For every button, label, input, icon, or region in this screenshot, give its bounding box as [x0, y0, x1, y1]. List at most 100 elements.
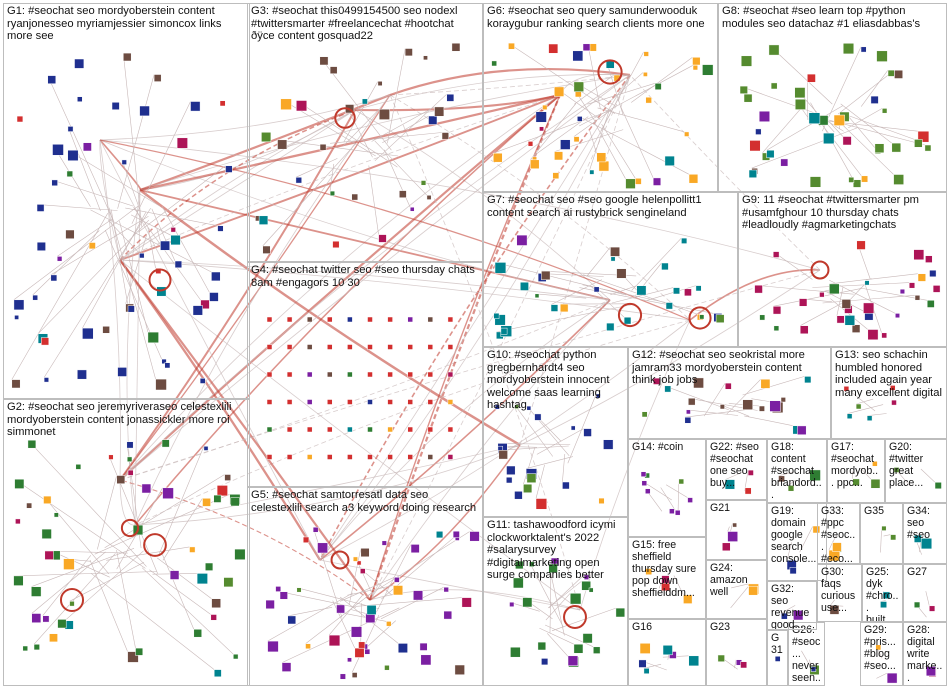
node[interactable] [210, 614, 217, 621]
node[interactable] [554, 151, 564, 161]
node[interactable] [610, 256, 616, 262]
node[interactable] [267, 640, 279, 653]
node[interactable] [874, 143, 885, 154]
node[interactable] [535, 111, 547, 123]
node[interactable] [164, 362, 171, 369]
node[interactable] [387, 316, 393, 323]
node[interactable] [211, 271, 221, 282]
node[interactable] [534, 293, 540, 299]
node[interactable] [327, 371, 333, 378]
node[interactable] [454, 664, 465, 675]
node[interactable] [759, 314, 766, 321]
node[interactable] [394, 577, 400, 583]
node[interactable] [13, 575, 24, 586]
node[interactable] [749, 140, 761, 152]
node[interactable] [596, 152, 607, 163]
node[interactable] [881, 332, 888, 339]
node[interactable] [890, 385, 896, 391]
node[interactable] [420, 180, 427, 186]
node[interactable] [329, 190, 335, 196]
node[interactable] [606, 322, 615, 331]
node[interactable] [870, 95, 879, 104]
node[interactable] [562, 481, 570, 490]
node[interactable] [258, 215, 269, 225]
node[interactable] [732, 522, 737, 528]
node[interactable] [219, 100, 226, 107]
node[interactable] [625, 178, 636, 189]
node[interactable] [548, 43, 559, 54]
node[interactable] [192, 305, 203, 316]
node[interactable] [393, 585, 404, 596]
node[interactable] [893, 174, 904, 185]
node[interactable] [261, 132, 272, 143]
node[interactable] [661, 575, 670, 584]
node[interactable] [808, 112, 821, 124]
node[interactable] [367, 399, 373, 405]
node[interactable] [744, 487, 752, 495]
node[interactable] [789, 567, 797, 575]
node[interactable] [65, 229, 75, 239]
node[interactable] [686, 409, 691, 415]
node[interactable] [836, 315, 845, 324]
node[interactable] [367, 316, 373, 323]
node[interactable] [387, 344, 393, 350]
node[interactable] [932, 285, 941, 293]
node[interactable] [766, 149, 775, 159]
node[interactable] [799, 325, 809, 335]
node[interactable] [748, 169, 757, 178]
node[interactable] [327, 344, 333, 350]
node[interactable] [692, 57, 701, 66]
node[interactable] [266, 399, 273, 405]
node[interactable] [199, 378, 206, 384]
node[interactable] [26, 502, 33, 509]
node[interactable] [367, 426, 373, 433]
node[interactable] [643, 51, 649, 57]
node[interactable] [758, 110, 770, 122]
node[interactable] [866, 415, 873, 421]
node[interactable] [881, 525, 887, 531]
node[interactable] [616, 268, 627, 279]
node[interactable] [522, 597, 533, 608]
node[interactable] [645, 96, 652, 104]
node[interactable] [768, 44, 780, 56]
node[interactable] [230, 497, 240, 507]
node[interactable] [494, 314, 506, 326]
node[interactable] [881, 108, 888, 114]
node[interactable] [203, 446, 209, 451]
node[interactable] [593, 646, 601, 654]
node[interactable] [514, 404, 519, 409]
node[interactable] [635, 178, 642, 185]
node[interactable] [404, 48, 413, 57]
node[interactable] [669, 508, 675, 514]
node[interactable] [436, 531, 444, 539]
node[interactable] [719, 404, 725, 410]
node[interactable] [582, 43, 591, 52]
node[interactable] [929, 269, 937, 278]
node[interactable] [539, 126, 544, 132]
node[interactable] [530, 159, 540, 169]
node[interactable] [526, 473, 537, 483]
node[interactable] [170, 227, 176, 233]
node[interactable] [778, 475, 785, 483]
node[interactable] [913, 249, 925, 261]
node[interactable] [636, 285, 647, 296]
node[interactable] [747, 469, 754, 476]
node[interactable] [213, 669, 222, 678]
node[interactable] [11, 379, 21, 389]
node[interactable] [664, 155, 675, 166]
node[interactable] [508, 42, 515, 50]
node[interactable] [42, 615, 50, 623]
node[interactable] [913, 601, 921, 608]
node[interactable] [516, 234, 528, 246]
node[interactable] [347, 344, 353, 350]
node[interactable] [643, 72, 648, 77]
node[interactable] [461, 597, 472, 608]
node[interactable] [641, 411, 648, 418]
node[interactable] [43, 377, 49, 383]
node[interactable] [169, 570, 180, 580]
node[interactable] [327, 426, 333, 433]
node[interactable] [262, 245, 271, 254]
node[interactable] [523, 483, 533, 493]
node[interactable] [31, 613, 42, 623]
node[interactable] [381, 540, 387, 546]
